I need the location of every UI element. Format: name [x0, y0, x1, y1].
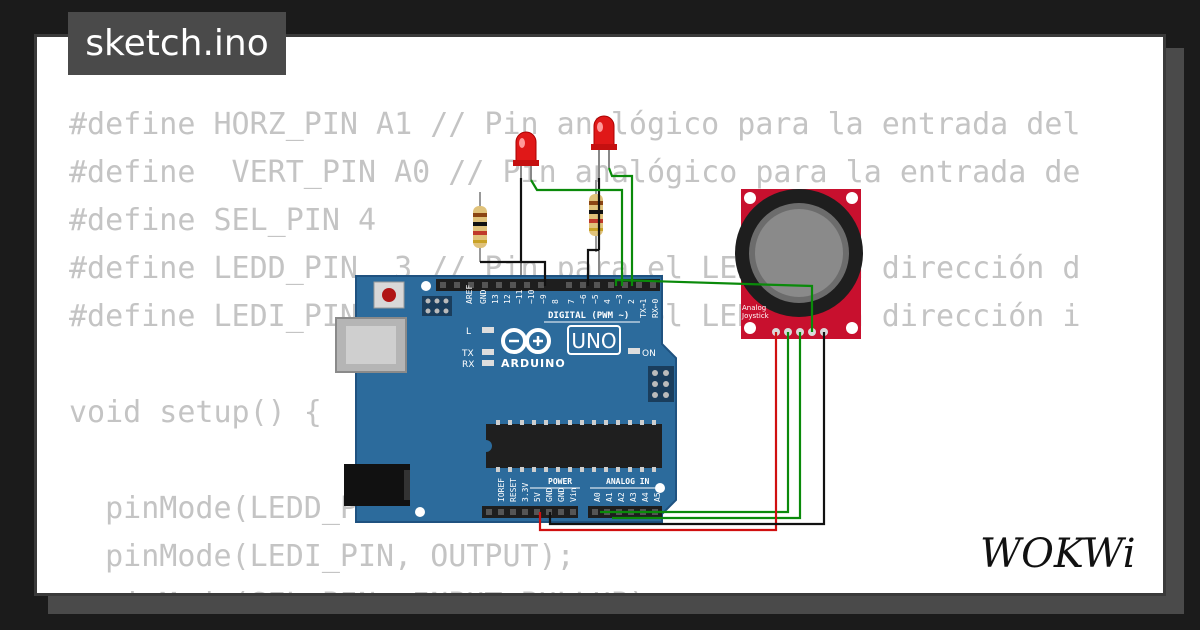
led-on-label: ON	[642, 349, 656, 359]
pin-label: A2	[617, 492, 626, 502]
wires	[480, 167, 826, 532]
pin-label: 13	[491, 294, 500, 304]
pin-label: A3	[629, 492, 638, 502]
wokwi-logo: WOKWi	[980, 531, 1136, 577]
led-l-label: L	[466, 327, 471, 337]
digital-label: DIGITAL (PWM ~)	[548, 311, 629, 321]
wokwi-wordmark: WOKWi	[980, 531, 1136, 577]
joystick-label: Joystick	[741, 312, 770, 320]
power-label: POWER	[548, 477, 572, 486]
resistor-1[interactable]	[473, 192, 487, 262]
pin-label: ~10	[527, 289, 536, 304]
pin-label: 2	[627, 299, 636, 304]
pin-label: ~9	[539, 294, 548, 304]
pin-label: A1	[605, 492, 614, 502]
code-line: void setup() {	[69, 395, 322, 430]
led-tx-label: TX	[461, 349, 474, 359]
pin-label: ~11	[515, 289, 524, 304]
pin-label: ~5	[591, 294, 600, 304]
pin-label: TX→1	[639, 299, 648, 318]
pin-label: 12	[503, 294, 512, 304]
pin-label: 4	[603, 299, 612, 304]
arduino-board[interactable]: AREF GND 13 12 ~11 ~10 ~9 8 7 ~6 ~5 4 ~3…	[335, 275, 677, 523]
microcontroller-chip	[486, 424, 662, 468]
pin-label: RESET	[509, 478, 518, 502]
led-2[interactable]	[591, 115, 617, 286]
code-line: pinMode(SEL_PIN, INPUT_PULLUP);	[69, 581, 1133, 593]
pin-label: GND	[479, 289, 488, 304]
pin-label: 8	[551, 299, 560, 304]
pin-label: A0	[593, 492, 602, 502]
power-header	[482, 506, 578, 518]
analog-label: ANALOG IN	[606, 477, 650, 486]
file-tab[interactable]: sketch.ino	[68, 12, 286, 75]
pin-label: IOREF	[497, 478, 506, 502]
pin-label: RX←0	[651, 299, 660, 318]
arduino-logo	[501, 328, 551, 354]
pin-label: AREF	[465, 285, 474, 304]
led-rx-label: RX	[462, 360, 474, 370]
code-line: #define SEL_PIN 4	[69, 203, 377, 238]
pin-label: GND	[557, 487, 566, 502]
code-line: pinMode(LEDI_PIN, OUTPUT);	[69, 539, 575, 574]
pin-label: ~3	[615, 294, 624, 304]
analog-joystick[interactable]: Analog Joystick	[735, 189, 863, 339]
code-line: #define HORZ_PIN A1 // Pin analógico par…	[69, 107, 1081, 142]
pin-label: Vin	[569, 487, 578, 502]
pin-label: ~6	[579, 294, 588, 304]
pin-label: 5V	[533, 492, 542, 502]
pin-label: 3.3V	[521, 483, 530, 502]
joystick-label: Analog	[742, 304, 766, 312]
pin-label: GND	[545, 487, 554, 502]
pin-label: A4	[641, 492, 650, 502]
digital-header	[436, 279, 660, 291]
board-brand: ARDUINO	[501, 357, 566, 370]
power-jack	[344, 464, 410, 506]
pin-label: 7	[567, 299, 576, 304]
board-model: UNO	[571, 329, 616, 353]
pin-label: A5	[653, 492, 662, 502]
